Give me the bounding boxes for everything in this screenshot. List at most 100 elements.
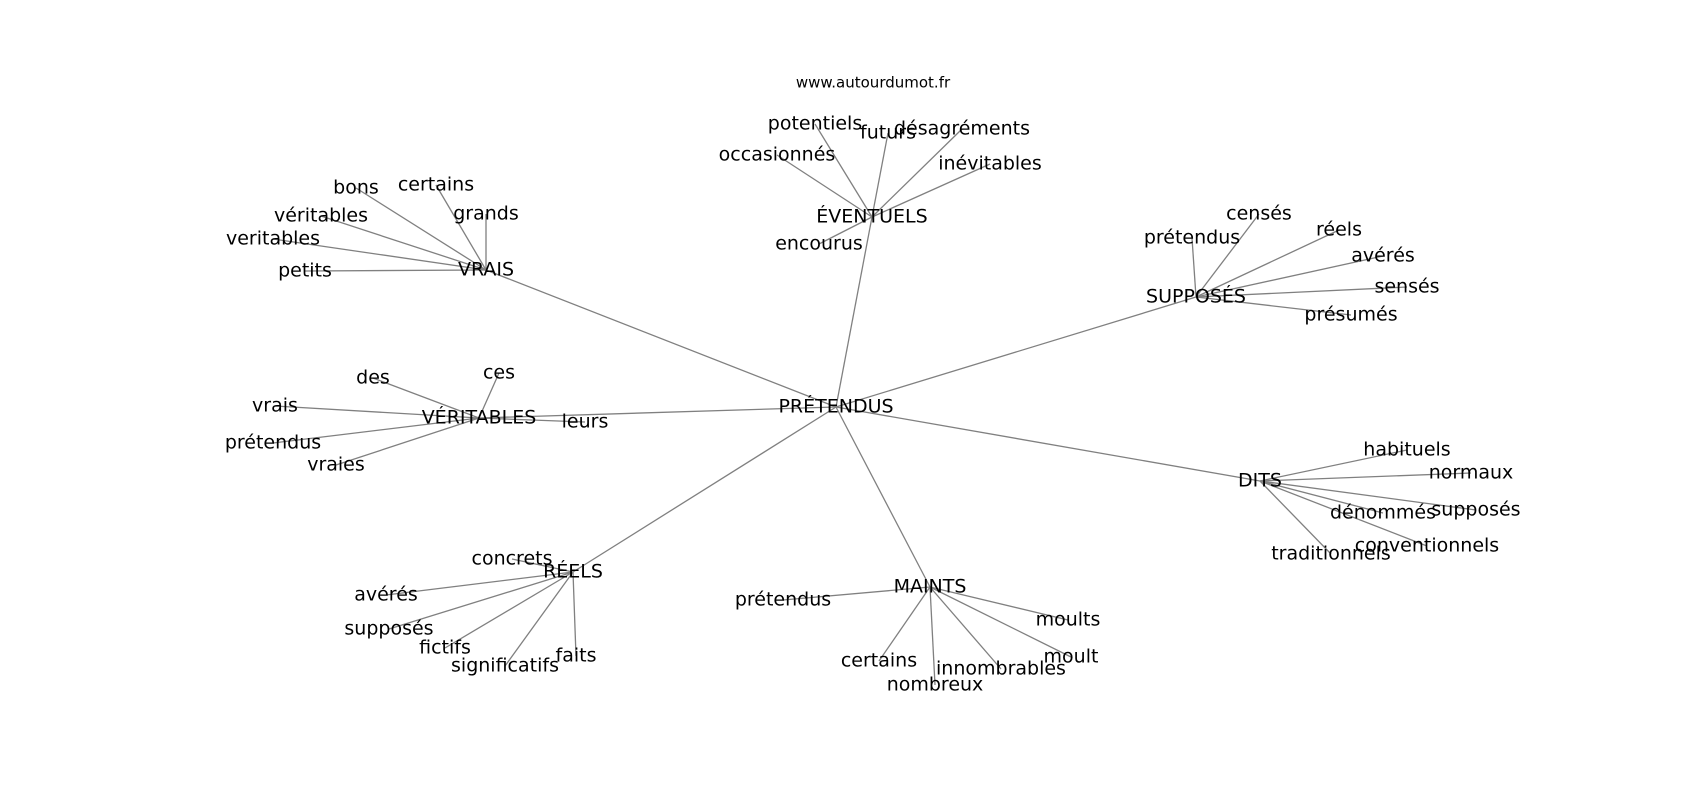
leaf-node-label: sensés — [1374, 276, 1439, 298]
edge-maints-leaf — [929, 586, 1072, 658]
edge-maints-leaf — [929, 586, 936, 686]
leaf-node-label: encourus — [775, 233, 863, 255]
leaf-node-label: certains — [398, 174, 474, 196]
leaf-node-label: avérés — [354, 584, 418, 606]
leaf-node-label: certains — [841, 650, 917, 672]
edge-eventuels-leaf — [871, 163, 991, 218]
edge-maints-leaf — [929, 586, 1002, 670]
leaf-node-label: leurs — [562, 411, 609, 433]
edge-center-eventuels — [835, 216, 873, 408]
edge-vrais-leaf — [355, 187, 487, 271]
edge-supposes-leaf — [1195, 296, 1352, 316]
leaf-node-label: supposés — [344, 618, 433, 640]
leaf-node-label: désagréments — [894, 118, 1030, 140]
leaf-node-label: concrets — [472, 548, 553, 570]
leaf-node-label: fictifs — [419, 637, 471, 659]
edge-vrais-leaf — [272, 238, 487, 271]
edge-dits-leaf — [1259, 449, 1408, 482]
leaf-node-label: moult — [1044, 646, 1099, 668]
leaf-node-label: moults — [1036, 609, 1101, 631]
edge-reels-leaf — [388, 571, 574, 630]
hub-node-label: DITS — [1238, 470, 1282, 492]
leaf-node-label: véritables — [274, 205, 368, 227]
leaf-node-label: présumés — [1304, 304, 1397, 326]
leaf-node-label: vrais — [252, 395, 298, 417]
edge-reels-leaf — [444, 571, 574, 649]
edge-maints-leaf — [929, 586, 1069, 621]
edge-eventuels-leaf — [814, 123, 873, 218]
leaf-node-label: traditionnels — [1271, 543, 1391, 565]
edge-center-reels — [572, 406, 837, 573]
leaf-node-label: nombreux — [887, 674, 984, 696]
leaf-node-label: dénommés — [1330, 502, 1436, 524]
leaf-node-label: habituels — [1363, 439, 1450, 461]
edge-maints-leaf — [782, 586, 931, 601]
leaf-node-label: inévitables — [938, 153, 1042, 175]
leaf-node-label: prétendus — [735, 589, 831, 611]
edge-supposes-leaf — [1195, 286, 1408, 298]
edge-supposes-leaf — [1195, 255, 1384, 298]
edge-dits-leaf — [1259, 480, 1332, 555]
edge-supposes-leaf — [1195, 213, 1260, 298]
edge-maints-leaf — [878, 586, 931, 662]
edge-eventuels-leaf — [871, 128, 963, 218]
edge-dits-leaf — [1259, 480, 1477, 511]
edge-center-veritables — [478, 406, 837, 419]
edge-veritables-leaf — [335, 417, 480, 466]
edge-center-supposes — [835, 296, 1197, 408]
leaf-node-label: prétendus — [225, 432, 321, 454]
leaf-node-label: vraies — [307, 454, 365, 476]
leaf-node-label: conventionnels — [1355, 535, 1499, 557]
leaf-node-label: petits — [278, 260, 332, 282]
hub-node-label: SUPPOSÉS — [1146, 285, 1246, 308]
edge-reels-leaf — [511, 558, 574, 573]
source-label: www.autourdumot.fr — [796, 74, 951, 92]
edge-center-dits — [835, 406, 1261, 482]
edge-dits-leaf — [1259, 480, 1384, 514]
edge-veritables-leaf — [478, 372, 500, 419]
hub-node-label: ÉVENTUELS — [816, 205, 927, 228]
edge-veritables-leaf — [478, 417, 586, 423]
leaf-node-label: grands — [453, 203, 519, 225]
leaf-node-label: futurs — [860, 122, 916, 144]
edge-vrais-leaf — [304, 269, 487, 272]
leaf-node-label: avérés — [1351, 245, 1415, 267]
edge-center-vrais — [485, 269, 837, 408]
hub-node-label: VÉRITABLES — [422, 406, 537, 429]
leaf-node-label: occasionnés — [719, 144, 836, 166]
leaf-node-label: innombrables — [936, 658, 1066, 680]
leaf-node-label: des — [356, 367, 390, 389]
leaf-node-label: faits — [556, 645, 597, 667]
edge-eventuels-leaf — [871, 132, 889, 218]
edges-layer — [272, 123, 1477, 686]
edge-dits-leaf — [1259, 472, 1472, 482]
leaf-node-label: réels — [1316, 219, 1362, 241]
edge-supposes-leaf — [1195, 229, 1340, 298]
leaf-node-label: censés — [1226, 203, 1292, 225]
edge-supposes-leaf — [1191, 237, 1197, 298]
edge-center-maints — [835, 406, 931, 588]
edge-eventuels-leaf — [818, 216, 873, 245]
leaf-node-label: significatifs — [451, 655, 559, 677]
leaf-node-label: supposés — [1431, 499, 1520, 521]
edge-veritables-leaf — [372, 377, 480, 419]
hub-node-label: RÉELS — [543, 560, 603, 583]
hub-node-label: VRAIS — [458, 259, 514, 281]
leaf-node-label: bons — [333, 177, 379, 199]
edge-dits-leaf — [1259, 480, 1428, 547]
edge-veritables-leaf — [274, 405, 480, 419]
edge-reels-leaf — [385, 571, 574, 596]
edge-reels-leaf — [572, 571, 577, 657]
edge-vrais-leaf — [435, 184, 487, 271]
hub-node-label: MAINTS — [894, 576, 967, 598]
edge-vrais-leaf — [320, 215, 487, 271]
leaf-node-label: normaux — [1429, 462, 1514, 484]
edge-veritables-leaf — [272, 417, 480, 444]
center-node-label: PRÉTENDUS — [778, 395, 893, 418]
leaf-node-label: prétendus — [1144, 227, 1240, 249]
leaf-node-label: ces — [483, 362, 515, 384]
leaf-node-label: potentiels — [768, 113, 862, 135]
leaf-node-label: veritables — [226, 228, 320, 250]
